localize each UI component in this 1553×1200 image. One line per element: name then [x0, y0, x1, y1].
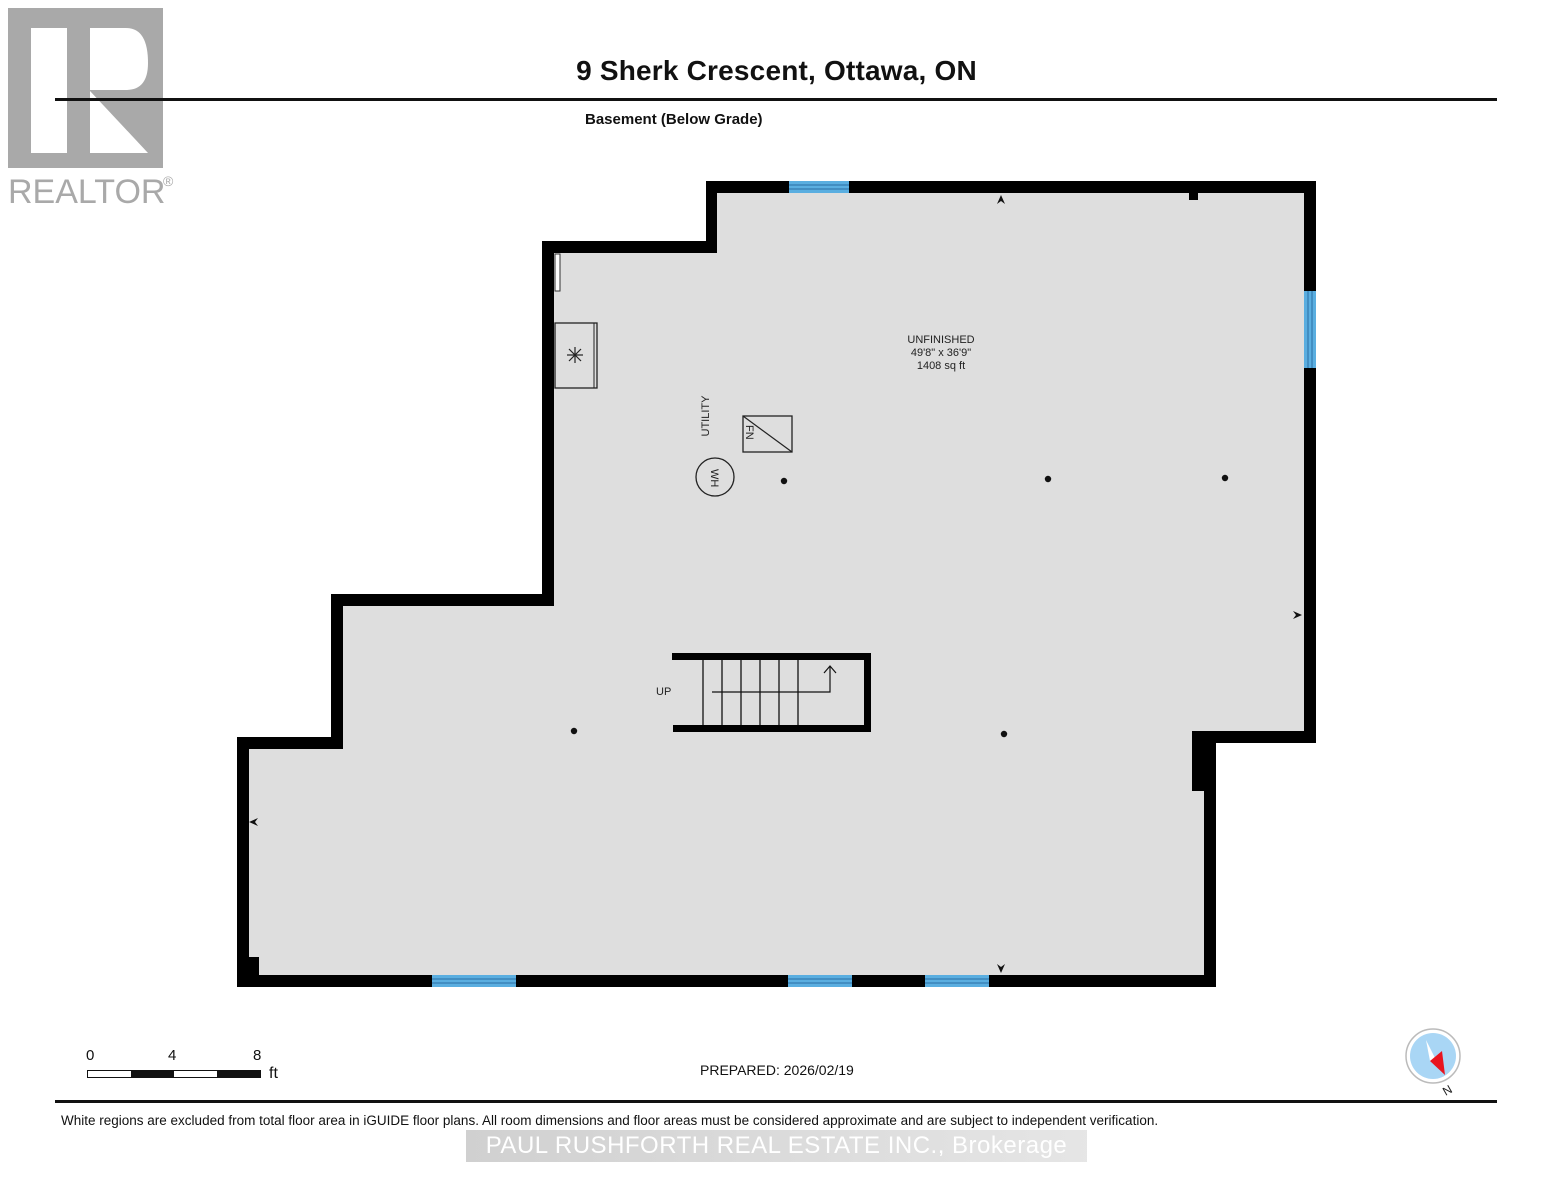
- scale-bar: 0 4 8 ft: [86, 1047, 296, 1087]
- arrow-up-icon: [997, 195, 1005, 204]
- sump-pump-icon: [554, 322, 598, 389]
- staircase: [672, 653, 871, 732]
- post-icon: [1221, 474, 1229, 482]
- window-bottom-1: [432, 975, 516, 987]
- brokerage-watermark: PAUL RUSHFORTH REAL ESTATE INC., Brokera…: [466, 1130, 1087, 1162]
- realtor-wordmark: REALTOR: [8, 173, 165, 208]
- post-icon: [570, 727, 578, 735]
- utility-label: UTILITY: [700, 395, 712, 437]
- room-name: UNFINISHED: [907, 334, 975, 346]
- furnace-icon: FN: [742, 415, 793, 453]
- arrow-down-icon: [997, 964, 1005, 973]
- post-icon: [1000, 730, 1008, 738]
- water-heater-label: WH: [708, 469, 720, 487]
- registered-mark: ®: [163, 173, 174, 189]
- window-right: [1304, 291, 1316, 368]
- title-divider: [55, 98, 1497, 101]
- post-icon: [1044, 475, 1052, 483]
- footer-divider: [55, 1100, 1497, 1103]
- floor-area: [249, 193, 1304, 975]
- disclaimer-text: White regions are excluded from total fl…: [61, 1113, 1159, 1128]
- window-bottom-2: [788, 975, 852, 987]
- compass-north-label: N: [1440, 1082, 1455, 1098]
- windows: [432, 181, 1316, 987]
- scale-ruler: [87, 1070, 261, 1078]
- room-area: 1408 sq ft: [916, 360, 966, 372]
- post-icon: [780, 477, 788, 485]
- page-title: 9 Sherk Crescent, Ottawa, ON: [0, 55, 1553, 87]
- furnace-label: FN: [743, 425, 755, 440]
- scale-tick-0: 0: [86, 1047, 95, 1064]
- stairs-direction-arrow-icon: [712, 666, 831, 693]
- window-top: [789, 181, 849, 193]
- scale-tick-8: 8: [253, 1047, 262, 1064]
- stairs-up-label: UP: [656, 686, 672, 698]
- view-markers: [249, 195, 1302, 973]
- arrow-right-icon: [1293, 611, 1302, 619]
- room-dimensions: 49'8" x 36'9": [910, 347, 972, 359]
- arrow-left-icon: [249, 818, 258, 826]
- support-posts: [570, 474, 1229, 738]
- realtor-logo: REALTOR ®: [8, 8, 178, 211]
- electrical-panel-icon: [554, 253, 561, 292]
- prepared-date: PREPARED: 2026/02/19: [700, 1062, 854, 1078]
- floor-level-label: Basement (Below Grade): [585, 111, 763, 128]
- address-text: 9 Sherk Crescent, Ottawa, ON: [576, 55, 977, 86]
- compass-needle-icon: [1426, 1040, 1435, 1061]
- window-bottom-3: [925, 975, 989, 987]
- scale-tick-4: 4: [168, 1047, 177, 1064]
- room-label-unfinished: UNFINISHED 49'8" x 36'9" 1408 sq ft: [881, 334, 1001, 373]
- compass: N: [1404, 1028, 1466, 1099]
- water-heater-icon: WH: [695, 457, 735, 497]
- scale-unit: ft: [269, 1065, 278, 1082]
